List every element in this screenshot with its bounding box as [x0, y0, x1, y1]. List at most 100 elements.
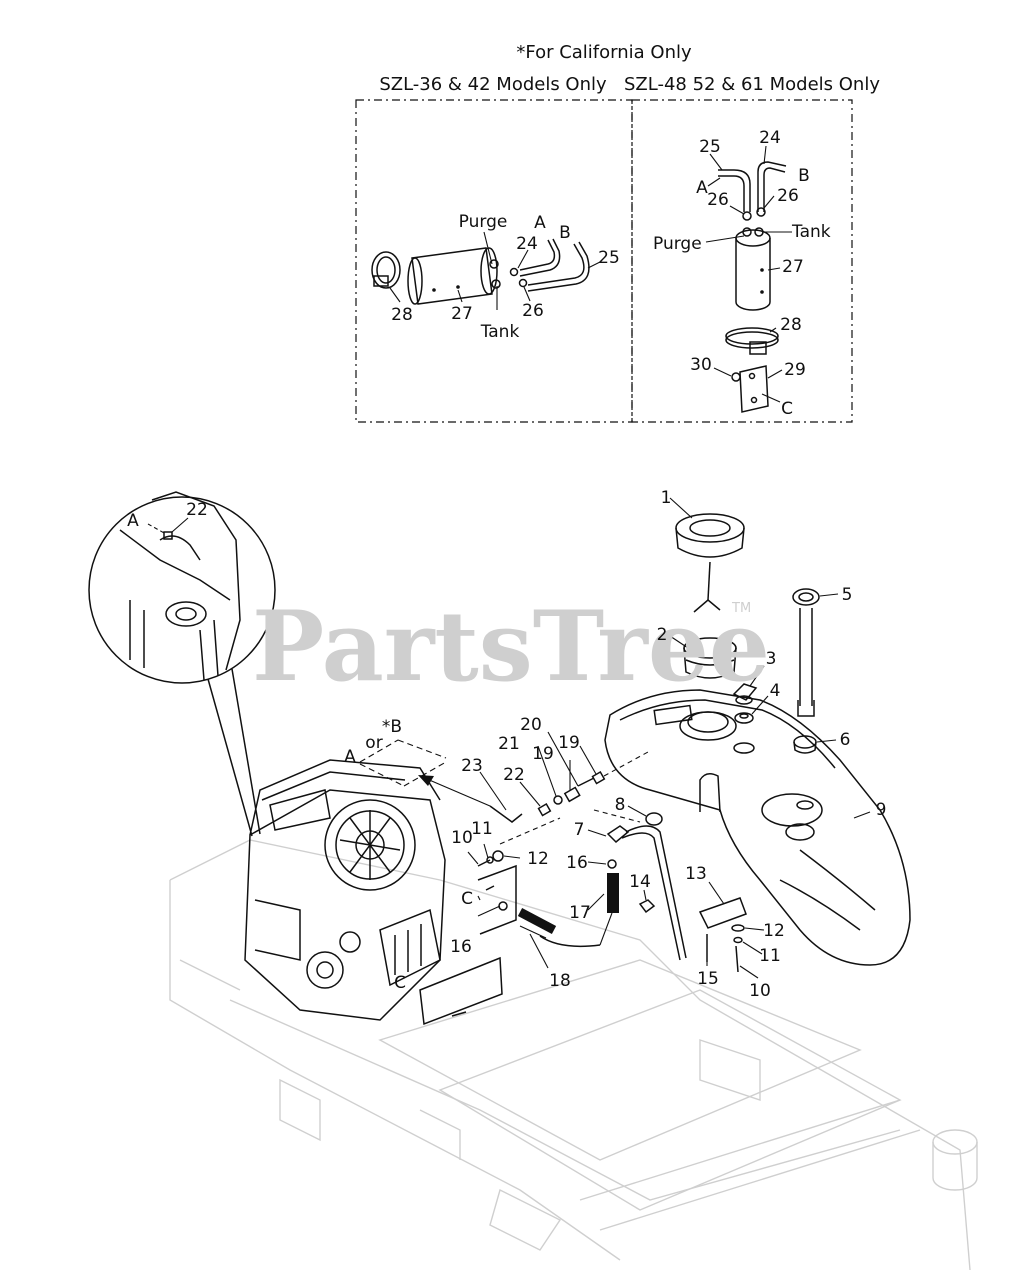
fitting-19b [591, 771, 606, 785]
detail-label-a: A [127, 511, 139, 531]
callout-25-right: 25 [699, 137, 721, 157]
canister-27-left [411, 247, 493, 305]
callout-6: 6 [840, 730, 851, 750]
bracket-29 [739, 365, 769, 413]
nut-14 [638, 899, 656, 914]
valve-7 [606, 825, 630, 844]
main-leaders [467, 497, 871, 979]
vent-3 [732, 683, 758, 705]
label-c-right: C [781, 399, 793, 419]
clamp-16b [498, 901, 508, 911]
label-c-main-2: C [394, 973, 406, 993]
line-18 [517, 908, 557, 934]
fitting-26-left [509, 267, 519, 277]
label-tank-left: Tank [480, 322, 520, 342]
callout-11-left: 11 [471, 819, 493, 839]
callout-11-right: 11 [759, 946, 781, 966]
canister-27-right [735, 238, 771, 302]
washer-12a [492, 850, 504, 862]
right-canister-assembly [718, 161, 787, 413]
callout-26-right-b: 26 [777, 186, 799, 206]
callout-15: 15 [697, 969, 719, 989]
callout-28-left: 28 [391, 305, 413, 325]
clamp-22 [537, 803, 552, 817]
right-model-box [631, 99, 853, 423]
callout-10-left: 10 [451, 828, 473, 848]
hose-23 [489, 805, 523, 823]
callout-21: 21 [498, 734, 520, 754]
fuel-cap-1 [675, 513, 745, 613]
callout-3: 3 [766, 649, 777, 669]
fitting-19a [563, 786, 581, 803]
label-a-main: A [344, 747, 356, 767]
fuel-gauge-5 [792, 588, 820, 717]
callout-19-b: 19 [558, 733, 580, 753]
fitting-20 [577, 777, 595, 787]
fuel-line-assembly [359, 739, 747, 1026]
left-canister-assembly [371, 238, 590, 305]
callout-18: 18 [549, 971, 571, 991]
callout-13: 13 [685, 864, 707, 884]
callout-25-left: 25 [598, 248, 620, 268]
bolt-10a [477, 859, 491, 867]
callout-26-right-a: 26 [707, 190, 729, 210]
nut-21 [553, 795, 563, 805]
bracket-13 [698, 897, 747, 929]
callout-8: 8 [615, 795, 626, 815]
detail-inset [88, 491, 276, 837]
left-box-leaders [389, 231, 601, 310]
right-box-title: SZL-48 52 & 61 Models Only [624, 74, 880, 95]
callout-26-left: 26 [522, 301, 544, 321]
callout-14: 14 [629, 872, 651, 892]
watermark-tm: TM [731, 601, 751, 616]
washer-11b [733, 936, 743, 944]
california-note: *For California Only [516, 42, 692, 63]
callout-4: 4 [770, 681, 781, 701]
callout-19-a: 19 [532, 744, 554, 764]
grommet-6 [793, 735, 817, 754]
hose-24-left [519, 239, 556, 271]
callout-9: 9 [876, 800, 887, 820]
grommet-4 [734, 712, 754, 724]
detail-callout-22: 22 [186, 500, 208, 520]
callout-30: 30 [690, 355, 712, 375]
callout-17: 17 [569, 903, 591, 923]
right-box-leaders [705, 145, 792, 403]
bolt-10b [735, 945, 739, 973]
label-a-right: A [696, 178, 708, 198]
grommet-8 [645, 812, 663, 826]
callout-20: 20 [520, 715, 542, 735]
fuel-tank-9 [604, 689, 911, 966]
label-tank-right: Tank [791, 222, 831, 242]
label-b-main: *B [382, 717, 402, 737]
callout-7: 7 [574, 820, 585, 840]
callout-12-left: 12 [527, 849, 549, 869]
left-box-title: SZL-36 & 42 Models Only [379, 74, 607, 95]
callout-12-right: 12 [763, 921, 785, 941]
fitting-26-right-a [742, 211, 752, 221]
callout-27-left: 27 [451, 304, 473, 324]
callout-5: 5 [842, 585, 853, 605]
callout-23: 23 [461, 756, 483, 776]
hose-25-left [527, 243, 585, 286]
washer-11a [486, 856, 494, 864]
detail-circle [88, 496, 276, 684]
strainer-2 [683, 637, 737, 679]
callout-24-right: 24 [759, 128, 781, 148]
watermark-brand: PartsTree [252, 590, 770, 703]
filter-17 [607, 873, 619, 913]
label-a-left: A [534, 213, 546, 233]
callout-24-left: 24 [516, 234, 538, 254]
callout-2: 2 [657, 625, 668, 645]
flywheel-screen [324, 799, 416, 891]
label-b-left: B [559, 223, 571, 243]
callout-28-right: 28 [780, 315, 802, 335]
hose-25-right [718, 175, 745, 212]
callout-10-right: 10 [749, 981, 771, 1001]
label-purge-left: Purge [459, 212, 508, 232]
label-c-main-1: C [461, 889, 473, 909]
label-purge-right: Purge [653, 234, 702, 254]
nut-30 [731, 372, 741, 382]
clamp-16a [607, 859, 617, 869]
